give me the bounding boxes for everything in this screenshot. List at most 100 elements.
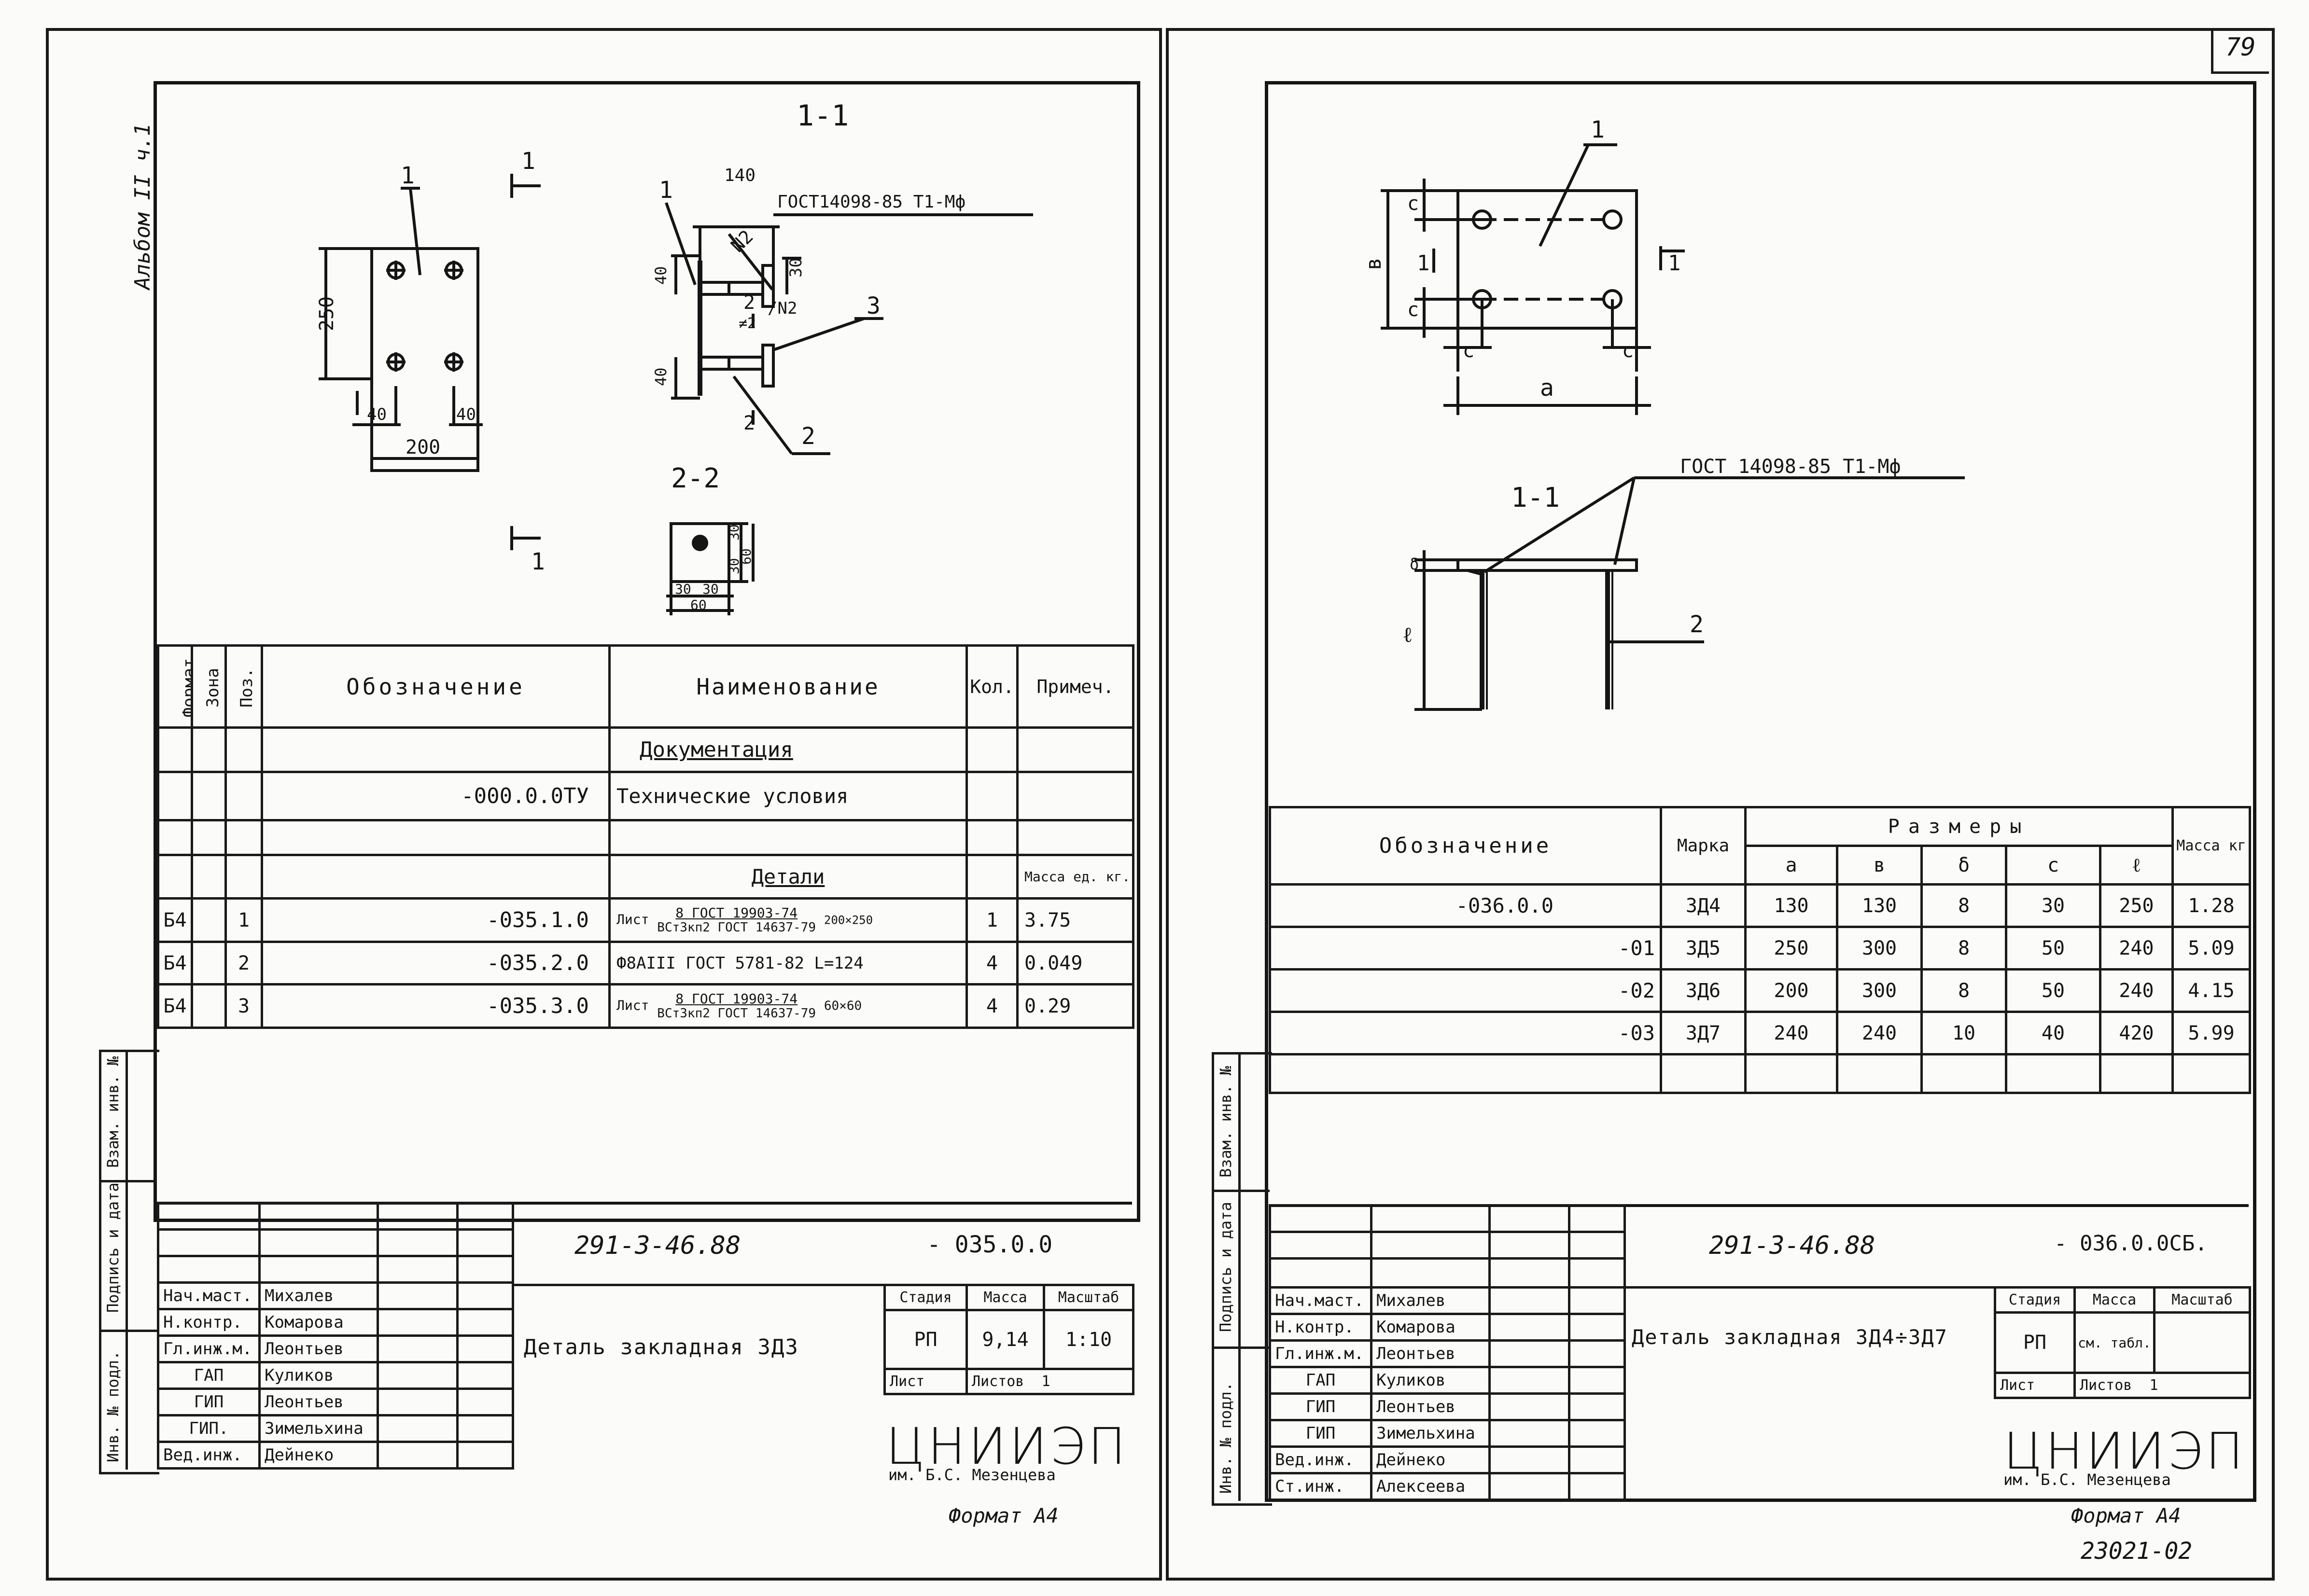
cut-mark-top: 1 bbox=[521, 148, 535, 175]
h-mark: Марка bbox=[1660, 806, 1747, 886]
callout-plate-small: 3 bbox=[867, 292, 881, 319]
mass-header: Масса ед. кг. bbox=[1016, 854, 1134, 900]
plate-section-2 bbox=[670, 522, 730, 583]
person-row: Гл.инж.м.Леонтьев bbox=[1269, 1339, 1626, 1368]
cut-mark-right: 1 bbox=[1668, 251, 1681, 276]
doc-name: Технические условия bbox=[608, 771, 968, 821]
h-designation: Обозначение bbox=[1269, 806, 1662, 886]
page-number: 79 bbox=[2225, 33, 2256, 62]
section-title-right: 1-1 bbox=[1511, 482, 1560, 513]
plate-plan-right bbox=[1456, 189, 1638, 330]
dim-delta: δ bbox=[1410, 555, 1419, 573]
weld-n2-b: /N2 bbox=[768, 299, 797, 318]
dim-c-right: c bbox=[1622, 340, 1634, 362]
dim-140: 140 bbox=[724, 166, 756, 185]
dim-60-v: 60 bbox=[738, 548, 754, 565]
right-org-sub: им. Б.С. Мезенцева bbox=[2003, 1471, 2171, 1489]
left-side-stamp bbox=[99, 1050, 159, 1474]
dim-30-c: 30 bbox=[675, 581, 691, 597]
dim-30-a: 30 bbox=[726, 524, 742, 541]
col-format: Формат bbox=[157, 644, 193, 729]
right-drawing: 1 c c в c c a 1 1 1-1 ГОСТ 14098-85 Т1-М… bbox=[1361, 116, 1965, 711]
side-label-replace-right: Взам. инв. № bbox=[1217, 1066, 1235, 1178]
dim-b: в bbox=[1361, 258, 1386, 271]
right-doc-title: Деталь закладная 3Д4÷3Д7 bbox=[1632, 1325, 1948, 1349]
person-row: ГИП.Зимельхина bbox=[157, 1414, 514, 1443]
left-drawing-frame bbox=[154, 81, 1140, 1222]
callout-anchor: 2 bbox=[801, 423, 815, 450]
dim-250: 250 bbox=[316, 296, 338, 331]
left-org-logo: ЦНИИЭП bbox=[886, 1417, 1129, 1476]
person-row: Гл.инж.м.Леонтьев bbox=[157, 1334, 514, 1363]
left-doc-suffix: - 035.0.0 bbox=[927, 1231, 1053, 1258]
right-sheet-border bbox=[1166, 28, 2275, 1581]
callout-plate-plan: 1 bbox=[401, 162, 415, 189]
right-title-block bbox=[1269, 1204, 2249, 1501]
stamp-code: 23021-02 bbox=[2081, 1538, 2193, 1565]
col-designation: Обозначение bbox=[261, 644, 611, 729]
right-doc-code: 291-3-46.88 bbox=[1709, 1231, 1875, 1260]
weld-note-left: ГОСТ14098-85 Т1-Мф bbox=[777, 192, 966, 212]
col-name: Наименование bbox=[608, 644, 968, 729]
col-pos: Поз. bbox=[224, 644, 263, 729]
section-2-title: 2-2 bbox=[671, 463, 720, 494]
left-org-sub: им. Б.С. Мезенцева bbox=[888, 1466, 1056, 1484]
left-doc-code: 291-3-46.88 bbox=[574, 1231, 741, 1260]
callout-plate-right: 1 bbox=[1591, 116, 1605, 143]
cut-mark-bottom: 1 bbox=[531, 548, 545, 575]
dim-30-b: 30 bbox=[726, 558, 742, 574]
dim-30-d: 30 bbox=[702, 581, 719, 597]
side-label-inv-right: Инв. № подл. bbox=[1217, 1382, 1235, 1494]
side-label-inv: Инв. № подл. bbox=[104, 1350, 122, 1462]
dim-l: ℓ bbox=[1402, 623, 1413, 647]
table-row: Б4 2 -035.2.0 Ф8АIII ГОСТ 5781-82 L=124 … bbox=[157, 941, 1134, 985]
cut-2-top: 2 bbox=[743, 291, 755, 314]
dim-c-bottom: c bbox=[1407, 299, 1419, 321]
person-row: Вед.инж.Дейнеко bbox=[157, 1441, 514, 1470]
table-row: Б4 1 -035.1.0 Лист 8 ГОСТ 19903-74 ВСт3к… bbox=[157, 897, 1134, 943]
page-number-box bbox=[2211, 28, 2269, 74]
right-drawing-frame bbox=[1265, 81, 2256, 1502]
person-row: Нач.маст.Михалев bbox=[157, 1281, 514, 1310]
dim-40-left: 40 bbox=[367, 405, 387, 424]
person-row: Нач.маст.Михалев bbox=[1269, 1286, 1626, 1315]
side-label-replace: Взам. инв. № bbox=[104, 1056, 122, 1168]
left-drawing: 250 40 40 200 1 1 1 1-1 140 ГОСТ14098-85… bbox=[316, 99, 1033, 615]
person-row: Вед.инж.Дейнеко bbox=[1269, 1445, 1626, 1474]
right-format: Формат А4 bbox=[2071, 1504, 2181, 1527]
dim-60-h: 60 bbox=[690, 597, 707, 613]
dim-40-bottom: 40 bbox=[652, 367, 670, 386]
left-people-table: Нач.маст.Михалев Н.контр.Комарова Гл.инж… bbox=[157, 1202, 514, 1470]
section-parts: Детали bbox=[608, 854, 968, 900]
col-note: Примеч. bbox=[1016, 644, 1134, 729]
right-side-stamp bbox=[1212, 1052, 1272, 1506]
dim-40-top: 40 bbox=[652, 266, 670, 285]
dim-c-left: c bbox=[1463, 340, 1474, 362]
side-label-sign: Подпись и дата bbox=[104, 1182, 122, 1313]
weld-note-right: ГОСТ 14098-85 Т1-Мф bbox=[1680, 456, 1901, 478]
album-label: Альбом II ч.1 bbox=[130, 123, 155, 290]
left-doc-title: Деталь закладная 3Д3 bbox=[524, 1335, 799, 1360]
table-row: Б4 3 -035.3.0 Лист 8 ГОСТ 19903-74 ВСт3к… bbox=[157, 983, 1134, 1029]
person-row: Н.контр.Комарова bbox=[157, 1308, 514, 1337]
side-label-sign-right: Подпись и дата bbox=[1217, 1202, 1235, 1332]
weld-size-2: ≠2 bbox=[739, 315, 756, 332]
dim-40-right: 40 bbox=[456, 405, 476, 424]
dim-a: a bbox=[1540, 375, 1554, 402]
right-doc-suffix: - 036.0.0СБ. bbox=[2054, 1231, 2208, 1256]
left-sheet-border bbox=[46, 28, 1162, 1581]
right-org-logo: ЦНИИЭП bbox=[2003, 1422, 2246, 1481]
h-mass: Масса кг bbox=[2171, 806, 2252, 886]
right-people-table: Нач.маст.Михалев Н.контр.Комарова Гл.инж… bbox=[1269, 1204, 1626, 1501]
left-title-block bbox=[157, 1202, 1132, 1472]
plate-section-right bbox=[1456, 558, 1638, 572]
person-row: Н.контр.Комарова bbox=[1269, 1313, 1626, 1342]
